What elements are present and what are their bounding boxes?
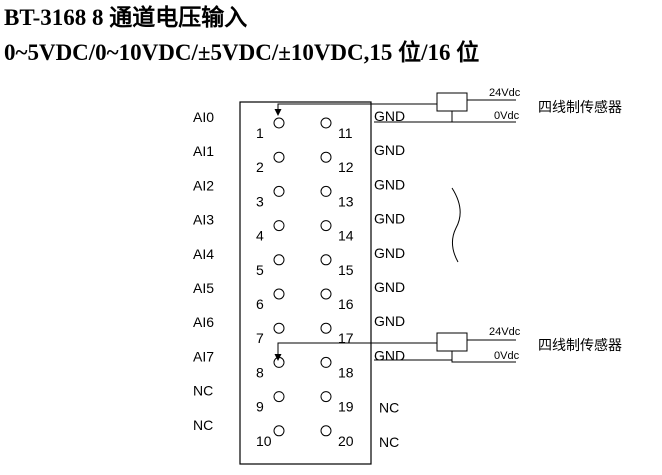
screw-terminal-right [320,185,332,197]
pin-number-left: 4 [256,228,264,244]
channel-label: NC [193,417,213,433]
terminal-row: AI1 2 12 GND [193,142,405,175]
channel-label: AI2 [193,177,214,193]
screw-terminal-right [320,356,332,368]
gnd-label: GND [374,108,405,124]
channel-label: AI5 [193,280,214,296]
pin-number-right: 14 [338,228,354,244]
screw-terminal-right [320,288,332,300]
sensor-2-arrow-icon [274,354,282,361]
pin-number-left: 1 [256,125,264,141]
screw-terminal-left [273,391,285,403]
pin-number-right: 11 [338,125,353,141]
screw-terminal-left [273,288,285,300]
screw-terminal-right [320,322,332,334]
sensor-2-ground-wire [451,351,516,363]
screw-terminal-right [320,151,332,163]
pin-number-left: 7 [256,330,264,346]
pin-number-right: 15 [338,262,354,278]
channel-label: AI7 [193,348,214,364]
pin-number-right: 16 [338,296,354,312]
pin-number-left: 2 [256,159,264,175]
screw-terminal-left [273,322,285,334]
screw-terminal-left [273,117,285,129]
screw-terminal-left [273,425,285,437]
screw-terminal-left [273,185,285,197]
gnd-label: GND [374,211,405,227]
nc-label: NC [379,434,399,450]
pin-number-right: 19 [338,399,354,415]
terminal-block-outline [239,101,372,465]
sensor-1-label: 四线制传感器 [538,99,622,116]
screw-terminal-right [320,425,332,437]
pin-number-left: 6 [256,296,264,312]
pin-number-right: 20 [338,433,354,449]
channel-label: NC [193,383,213,399]
terminal-row: AI3 4 14 GND [193,211,405,244]
pin-number-left: 5 [256,262,264,278]
terminal-row: AI2 3 13 GND [193,176,405,209]
channel-label: AI0 [193,109,214,125]
gnd-label: GND [374,347,405,363]
sensor-1-ground-label: 0Vdc [494,110,520,122]
terminal-row: AI4 5 15 GND [193,245,405,278]
page-subtitle: 0~5VDC/0~10VDC/±5VDC/±10VDC,15 位/16 位 [4,40,480,65]
pin-number-right: 13 [338,193,354,209]
screw-terminal-right [320,220,332,232]
channel-label: AI4 [193,246,214,262]
channel-label: AI1 [193,143,214,159]
screw-terminal-left [273,220,285,232]
terminal-row: AI7 8 18 GND [193,347,405,380]
sensor-1-box [436,92,468,112]
terminal-row: AI5 6 16 GND [193,279,405,312]
pin-number-right: 18 [338,364,354,380]
screw-terminal-left [273,151,285,163]
gnd-label: GND [374,176,405,192]
terminal-row: NC 9 19 NC [193,383,399,416]
sensor-1-supply-label: 24Vdc [489,87,521,99]
pin-number-right: 17 [338,330,354,346]
nc-label: NC [379,400,399,416]
channel-label: AI6 [193,314,214,330]
sensor-1-arrow-icon [274,109,282,116]
terminal-row: AI6 7 17 GND [193,313,405,346]
screw-terminal-right [320,391,332,403]
gnd-label: GND [374,245,405,261]
sensor-2-label: 四线制传感器 [538,337,622,354]
gnd-label: GND [374,279,405,295]
page-title: BT-3168 8 通道电压输入 [4,5,248,30]
pin-number-right: 12 [338,159,354,175]
terminal-row: NC 10 20 NC [193,417,399,450]
continuation-brace-icon [451,187,461,263]
sensor-1-signal-wire [277,103,437,113]
gnd-label: GND [374,142,405,158]
screw-terminal-right [320,117,332,129]
sensor-2-signal-wire [277,342,437,360]
screw-terminal-left [273,254,285,266]
gnd-label: GND [374,313,405,329]
pin-number-left: 8 [256,364,264,380]
sensor-2-supply-label: 24Vdc [489,326,521,338]
sensor-2-ground-label: 0Vdc [494,350,520,362]
sensor-2-box [436,332,468,352]
pin-number-left: 9 [256,399,264,415]
pin-number-left: 3 [256,193,264,209]
pin-number-left: 10 [256,433,272,449]
channel-label: AI3 [193,212,214,228]
screw-terminal-right [320,254,332,266]
